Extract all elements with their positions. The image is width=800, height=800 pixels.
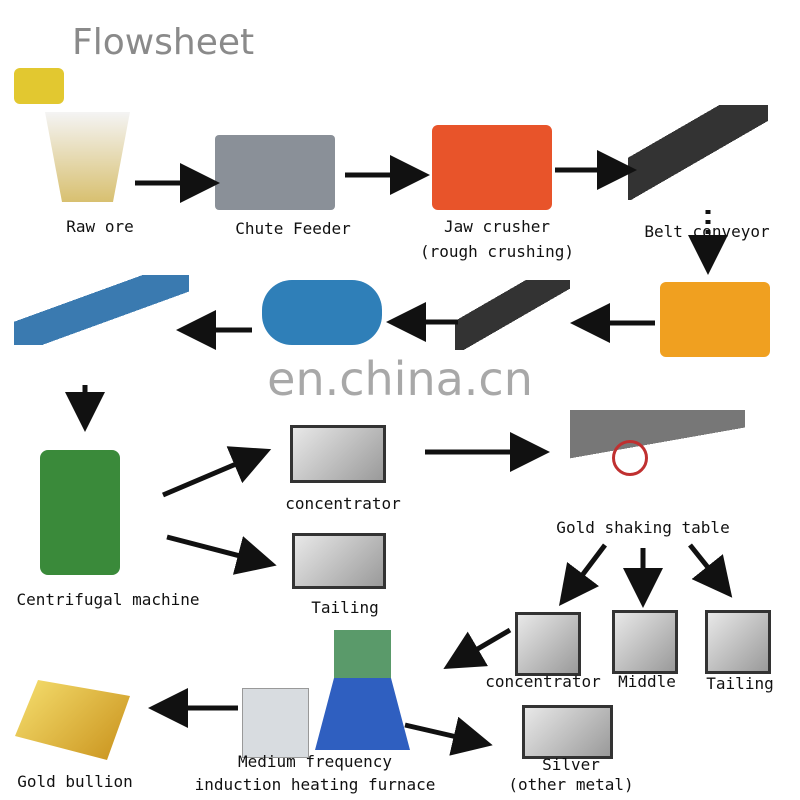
watermark: en.china.cn [267, 352, 533, 406]
label-tailing-2: Tailing [706, 674, 774, 693]
tailing-bag-2 [705, 610, 771, 674]
arrow-furnace-to-silver [404, 716, 493, 756]
arrow-centrifuge-to-concentrator [162, 446, 272, 498]
control-cabinet-image [242, 688, 309, 758]
chute-feeder-image [215, 135, 335, 210]
label-gold-bullion: Gold bullion [17, 772, 133, 791]
arrow-table-to-tailing [688, 543, 733, 598]
spiral-classifier-image [14, 275, 189, 345]
tailing-bag-1 [292, 533, 386, 589]
label-centrifugal-machine: Centrifugal machine [16, 590, 200, 609]
arrow-table-to-concentrator [558, 543, 607, 606]
label-gold-shaking-table: Gold shaking table [556, 518, 730, 537]
shaking-table-motor [612, 440, 648, 476]
label-jaw-crusher: Jaw crusher [444, 217, 550, 236]
jaw-crusher-image [432, 125, 552, 210]
label-jaw-crusher-note: (rough crushing) [419, 242, 575, 261]
label-concentrator-1: concentrator [285, 494, 401, 513]
belt-conveyor-image [628, 105, 768, 200]
label-tailing-1: Tailing [311, 598, 379, 617]
concentrator-bag-2 [515, 612, 581, 676]
concentrator-bag-1 [290, 425, 386, 483]
label-silver: Silver [542, 755, 600, 774]
label-raw-ore: Raw ore [66, 217, 134, 236]
centrifugal-machine-image [40, 450, 120, 575]
page-title: Flowsheet [72, 22, 255, 63]
label-middle: Middle [618, 672, 676, 691]
hammer-crusher-image [660, 282, 770, 357]
silver-bag [522, 705, 613, 759]
loader-image [14, 68, 64, 104]
shaking-table-image [570, 410, 745, 500]
label-chute-feeder: Chute Feeder [235, 219, 351, 238]
label-belt-conveyor: Belt conveyor [644, 222, 770, 241]
label-concentrator-2: concentrator [485, 672, 601, 691]
arrow-centrifuge-to-tailing [166, 534, 277, 575]
label-furnace-line2: induction heating furnace [194, 775, 436, 794]
ball-mill-image [262, 280, 382, 345]
label-silver-note: (other metal) [508, 775, 634, 794]
label-furnace-line1: Medium frequency [237, 752, 393, 771]
arrow-concentrator-to-furnace [443, 627, 512, 670]
middle-bag [612, 610, 678, 674]
belt-conveyor-2-image [455, 280, 570, 350]
